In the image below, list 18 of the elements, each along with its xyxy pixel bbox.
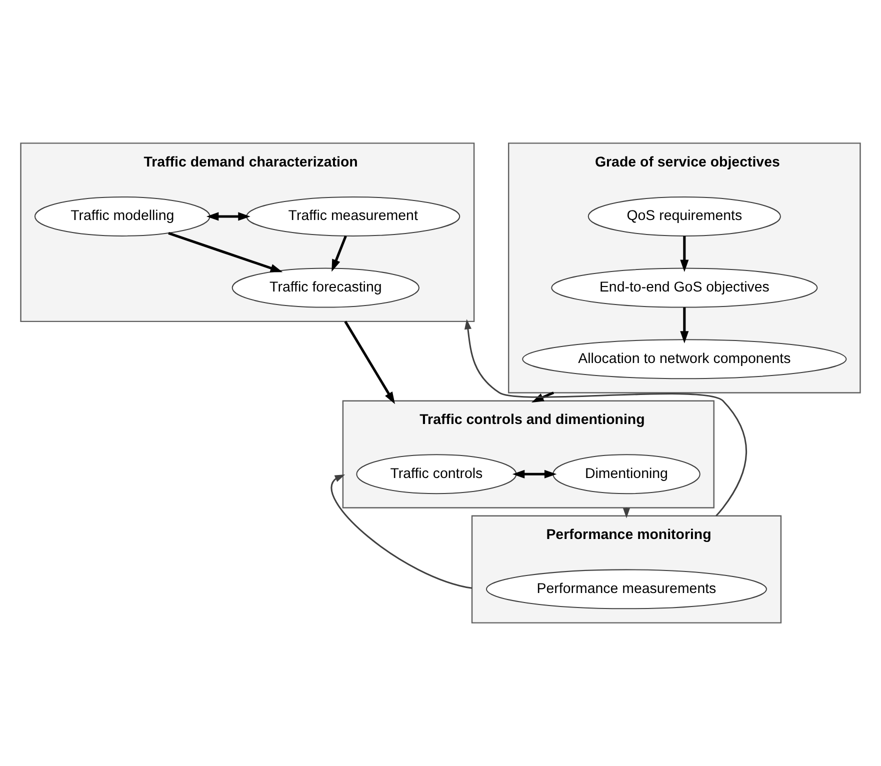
arrow xyxy=(331,474,472,589)
arrow xyxy=(532,392,554,402)
arrow xyxy=(512,470,557,478)
arrow xyxy=(332,236,347,272)
node-ellipse: Allocation to network components xyxy=(522,339,847,380)
arrow xyxy=(344,320,395,404)
arrow xyxy=(680,307,689,344)
arrow xyxy=(206,212,250,221)
node-ellipse: QoS requirements xyxy=(588,196,781,236)
arrow xyxy=(168,232,283,272)
node-ellipse: Traffic modelling xyxy=(34,196,210,236)
node-ellipse: Performance measurements xyxy=(486,569,767,610)
node-ellipse: End-to-end GoS objectives xyxy=(551,268,818,308)
node-ellipse: Dimentioning xyxy=(552,454,700,494)
arrow xyxy=(680,236,689,272)
node-ellipse: Traffic measurement xyxy=(246,196,460,236)
node-ellipse: Traffic controls xyxy=(356,454,517,494)
node-ellipse: Traffic forecasting xyxy=(232,268,420,308)
